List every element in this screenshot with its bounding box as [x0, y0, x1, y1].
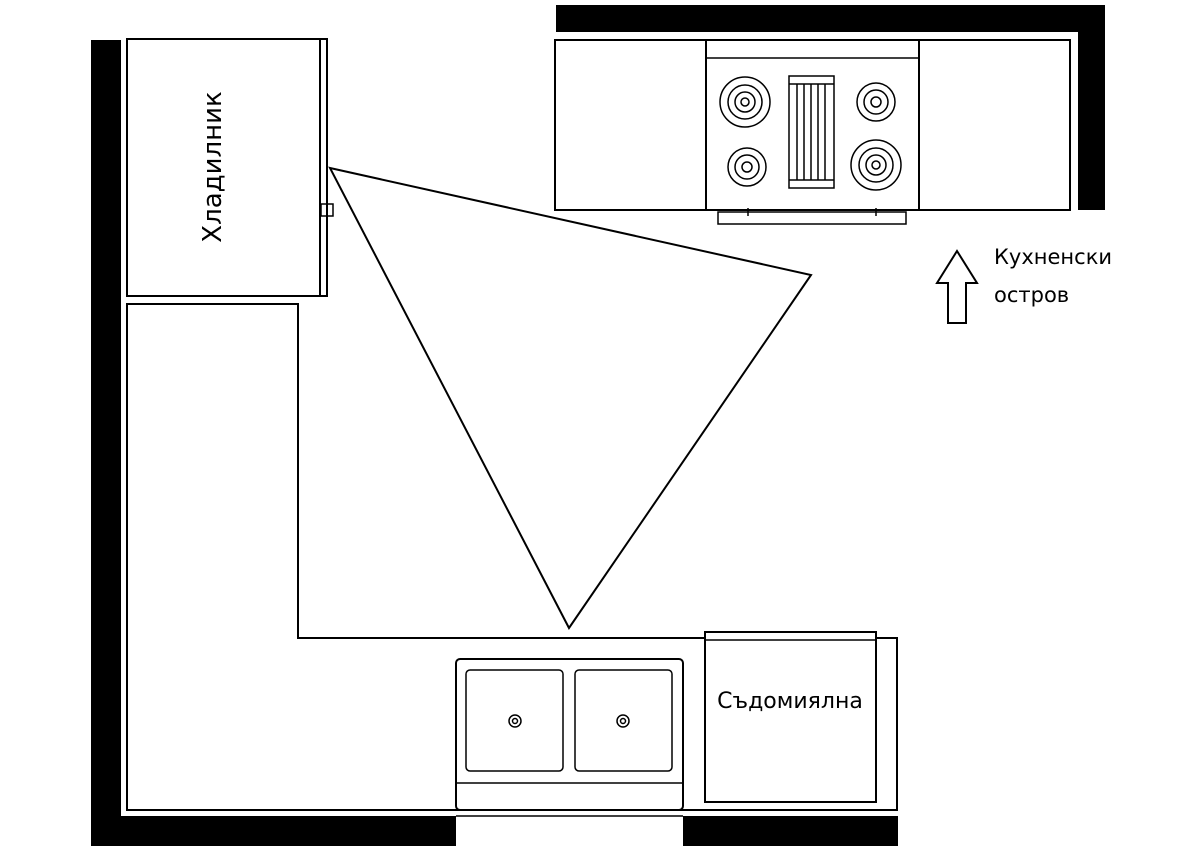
burner-icon	[727, 147, 767, 187]
bottom-wall-right	[683, 816, 898, 846]
fridge: Хладилник	[126, 38, 334, 297]
dishwasher-label: Съдомиялна	[717, 689, 863, 714]
burner-icon	[850, 139, 902, 191]
walls	[91, 5, 1105, 846]
island-label-line2: остров	[994, 283, 1069, 307]
drain-icon	[508, 714, 522, 728]
burner-icon	[856, 82, 896, 122]
fridge-handle-icon	[320, 203, 334, 217]
island-label-line1: Кухненски	[994, 245, 1112, 269]
work-triangle	[328, 166, 813, 630]
sink-basin-left	[465, 669, 564, 772]
left-wall	[91, 40, 121, 846]
burner-icon	[719, 76, 771, 128]
bottom-wall-left	[91, 816, 456, 846]
double-sink	[455, 658, 684, 811]
sink-outer	[455, 658, 684, 811]
right-wall-stub	[1078, 5, 1105, 210]
dishwasher: Съдомиялна	[704, 631, 877, 803]
fridge-body	[126, 38, 328, 297]
grill-icon	[788, 75, 835, 189]
sink-basin-right	[574, 669, 673, 772]
kitchen-island	[554, 39, 1071, 225]
drain-icon	[616, 714, 630, 728]
fridge-label: Хладилник	[198, 91, 228, 242]
top-right-wall	[556, 5, 1105, 32]
l-shaped-counter	[126, 303, 898, 811]
island-counter	[554, 39, 1071, 211]
cooktop-front-strip	[717, 211, 907, 225]
cooktop	[705, 39, 920, 211]
dishwasher-body	[704, 631, 877, 803]
island-arrow-icon	[935, 249, 979, 324]
